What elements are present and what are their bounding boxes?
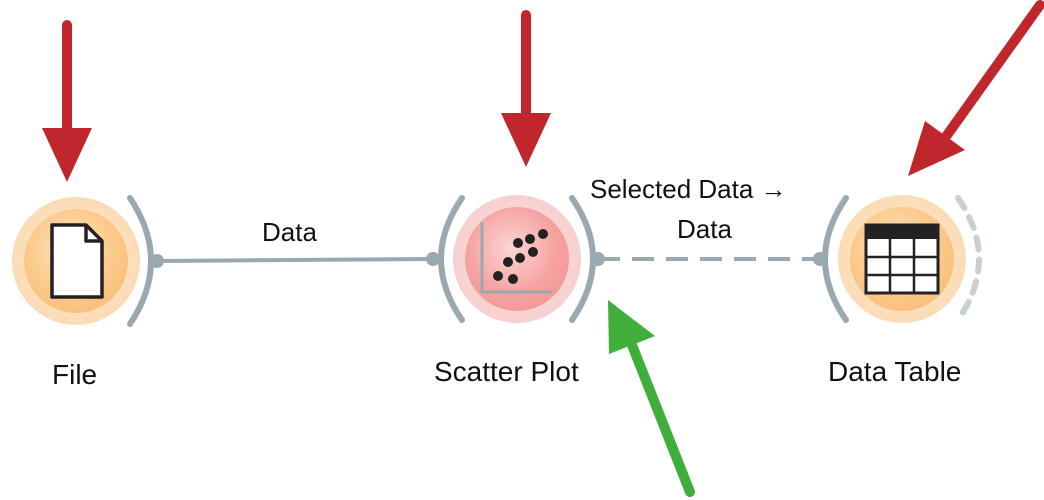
node-scatter-input-channel bbox=[438, 195, 465, 323]
node-scatter-output-port[interactable] bbox=[591, 252, 605, 266]
link-file-to-scatter[interactable] bbox=[156, 257, 434, 263]
node-table-input-port[interactable] bbox=[813, 252, 827, 266]
node-file-label: File bbox=[52, 359, 98, 390]
document-icon bbox=[50, 223, 104, 299]
node-table-output-channel bbox=[955, 195, 982, 323]
scatter-plot-icon bbox=[480, 222, 552, 294]
node-scatter-input-port[interactable] bbox=[426, 252, 440, 266]
node-file-output-port[interactable] bbox=[150, 254, 164, 268]
red-arrow-data-table bbox=[908, 0, 1044, 176]
link-scatter-table-target-label: Data bbox=[677, 214, 732, 244]
node-scatter-label: Scatter Plot bbox=[434, 356, 579, 387]
red-arrow-file bbox=[42, 20, 92, 182]
node-table-label: Data Table bbox=[828, 356, 962, 387]
node-data-table[interactable] bbox=[813, 195, 982, 323]
green-arrow-output-channel bbox=[608, 300, 695, 497]
node-file[interactable] bbox=[12, 195, 164, 327]
node-scatter-plot[interactable] bbox=[426, 195, 605, 323]
red-arrow-scatter bbox=[501, 10, 551, 167]
table-icon bbox=[864, 223, 940, 295]
link-file-scatter-label: Data bbox=[262, 217, 317, 247]
link-scatter-table-source-label: Selected Data → bbox=[590, 174, 787, 204]
